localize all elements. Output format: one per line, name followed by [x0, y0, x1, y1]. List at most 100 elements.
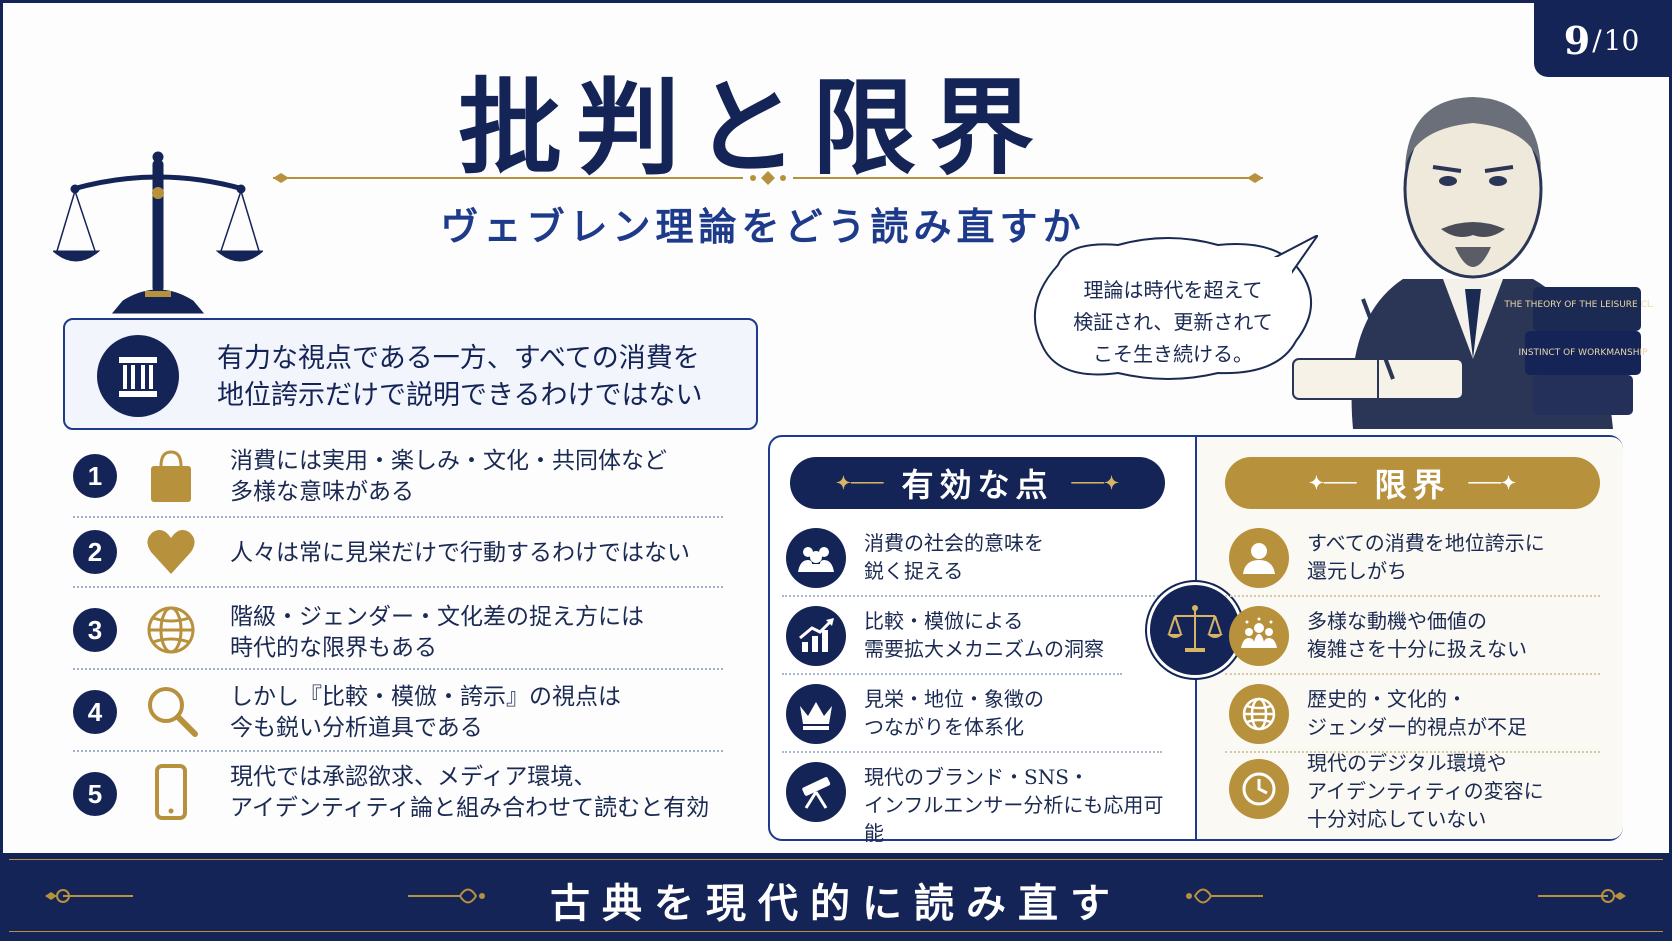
person-icon [1229, 528, 1289, 588]
ornament-icon: ✦─── [835, 472, 884, 494]
footer-border [9, 859, 1663, 932]
list-text: 消費には実用・楽しみ・文化・共同体など 多様な意味がある [230, 446, 720, 508]
strengths-heading-text: 有効な点 [901, 466, 1054, 504]
limits-heading: ✦─── 限界 ───✦ [1225, 457, 1600, 509]
thesis-line: 地位誇示だけで説明できるわけではない [217, 380, 703, 411]
list-number: 4 [73, 690, 117, 734]
limit-line: 歴史的・文化的・ [1307, 687, 1467, 711]
globe-icon [1229, 684, 1289, 744]
list-line: 人々は常に見栄だけで行動するわけではない [230, 540, 690, 566]
page-indicator: 9 / 10 [1534, 3, 1669, 77]
globe-icon [147, 606, 195, 654]
strength-text: 消費の社会的意味を鋭く捉える [864, 529, 1164, 585]
limit-item: すべての消費を地位誇示に還元しがち [1225, 519, 1600, 597]
strength-text: 見栄・地位・象徴のつながりを体系化 [864, 685, 1164, 741]
limit-line: 複雑さを十分に扱えない [1307, 637, 1527, 661]
list-line: 階級・ジェンダー・文化差の捉え方には [230, 604, 644, 630]
list-line: 多様な意味がある [230, 479, 414, 505]
critique-list: 1 消費には実用・楽しみ・文化・共同体など 多様な意味がある 2 人々は常に見栄… [73, 440, 723, 830]
ornament-icon [408, 888, 485, 904]
ornament-icon [1186, 888, 1263, 904]
limit-line: ジェンダー的視点が不足 [1307, 715, 1527, 739]
strength-line: 需要拡大メカニズムの洞察 [864, 637, 1104, 661]
book-title-leisure-class: THE THEORY OF THE LEISURE CLASS [1503, 300, 1653, 310]
thesis-line: 有力な視点である一方、すべての消費を [217, 343, 700, 374]
list-item: 2 人々は常に見栄だけで行動するわけではない [73, 518, 723, 588]
strength-line: 現代のブランド・SNS・ [864, 765, 1089, 789]
limit-line: 多様な動機や価値の [1307, 609, 1487, 633]
limit-text: 現代のデジタル環境やアイデンティティの変容に十分対応していない [1307, 749, 1607, 833]
list-text: 現代では承認欲求、メディア環境、 アイデンティティ論と組み合わせて読むと有効 [230, 762, 720, 824]
list-number: 5 [73, 772, 117, 816]
strength-text: 現代のブランド・SNS・インフルエンサー分析にも応用可能 [864, 763, 1174, 847]
strength-item: 消費の社会的意味を鋭く捉える [782, 519, 1162, 597]
scales-of-justice-icon [53, 151, 263, 314]
strength-line: 鋭く捉える [864, 559, 964, 583]
thesis-box: 有力な視点である一方、すべての消費を 地位誇示だけで説明できるわけではない [63, 318, 758, 430]
list-number: 3 [73, 608, 117, 652]
strength-line: 比較・模倣による [864, 609, 1024, 633]
strength-line: インフルエンサー分析にも応用可能 [864, 793, 1164, 845]
group-icon [1229, 606, 1289, 666]
page-total: 10 [1603, 23, 1640, 57]
bubble-line: 理論は時代を超えて [1083, 278, 1263, 302]
comparison-panel: ✦─── 有効な点 ───✦ ✦─── 限界 ───✦ 消費の社会的意味を鋭く捉… [768, 435, 1623, 845]
list-item: 5 現代では承認欲求、メディア環境、 アイデンティティ論と組み合わせて読むと有効 [73, 752, 723, 830]
shopping-bag-icon [151, 450, 191, 502]
footer-banner: 古典を現代的に読み直す [3, 853, 1669, 938]
list-line: 今も鋭い分析道具である [230, 715, 483, 741]
limit-line: 還元しがち [1307, 559, 1407, 583]
crown-icon [786, 684, 846, 744]
strength-line: つながりを体系化 [864, 715, 1024, 739]
strength-item: 現代のブランド・SNS・インフルエンサー分析にも応用可能 [782, 753, 1163, 845]
page-current: 9 [1563, 17, 1591, 63]
list-number: 2 [73, 530, 117, 574]
page-title: 批判と限界 [457, 66, 1048, 189]
list-number: 1 [73, 454, 117, 498]
ornament-icon: ✦─── [1308, 472, 1357, 494]
ornament-icon [1538, 889, 1626, 903]
magnifier-icon [148, 687, 198, 737]
limit-text: 歴史的・文化的・ジェンダー的視点が不足 [1307, 685, 1607, 741]
limit-line: 現代のデジタル環境や [1307, 751, 1507, 775]
title-ornament-rule [273, 171, 1263, 185]
veblen-portrait-illustration: THE THEORY OF THE LEISURE CLASS INSTINCT… [1292, 97, 1653, 429]
growth-chart-icon [786, 606, 846, 666]
smartphone-icon [155, 764, 187, 820]
list-text: 人々は常に見栄だけで行動するわけではない [230, 538, 720, 569]
strength-line: 消費の社会的意味を [864, 531, 1044, 555]
list-item: 1 消費には実用・楽しみ・文化・共同体など 多様な意味がある [73, 440, 723, 518]
ornament-icon: ───✦ [1468, 472, 1517, 494]
list-line: しかし『比較・模倣・誇示』の視点は [230, 684, 621, 710]
list-item: 3 階級・ジェンダー・文化差の捉え方には 時代的な限界もある [73, 588, 723, 670]
page-separator: / [1592, 23, 1602, 57]
bubble-line: 検証され、更新されて [1073, 310, 1273, 334]
limit-text: 多様な動機や価値の複雑さを十分に扱えない [1307, 607, 1607, 663]
strengths-heading: ✦─── 有効な点 ───✦ [790, 457, 1165, 509]
bubble-line: こそ生き続ける。 [1093, 342, 1253, 366]
list-line: アイデンティティ論と組み合わせて読むと有効 [230, 795, 710, 821]
people-icon [786, 528, 846, 588]
limit-item: 現代のデジタル環境やアイデンティティの変容に十分対応していない [1225, 751, 1600, 839]
telescope-icon [786, 762, 846, 822]
limit-line: すべての消費を地位誇示に [1307, 531, 1545, 555]
ornament-icon [45, 889, 133, 903]
page-subtitle: ヴェブレン理論をどう読み直すか [440, 204, 1086, 249]
limit-item: 多様な動機や価値の複雑さを十分に扱えない [1225, 597, 1600, 675]
limit-text: すべての消費を地位誇示に還元しがち [1307, 529, 1607, 585]
list-line: 現代では承認欲求、メディア環境、 [230, 764, 597, 790]
strength-item: 比較・模倣による需要拡大メカニズムの洞察 [782, 597, 1122, 675]
limits-heading-text: 限界 [1374, 466, 1451, 504]
thesis-text: 有力な視点である一方、すべての消費を 地位誇示だけで説明できるわけではない [217, 340, 747, 414]
clock-icon [1229, 759, 1289, 819]
limit-line: 十分対応していない [1307, 807, 1487, 831]
list-line: 消費には実用・楽しみ・文化・共同体など [230, 448, 667, 474]
footer-text: 古典を現代的に読み直す [550, 880, 1122, 927]
pillar-icon [97, 335, 179, 417]
book-stack: THE THEORY OF THE LEISURE CLASS INSTINCT… [1503, 287, 1653, 415]
book-title-workmanship: INSTINCT OF WORKMANSHIP [1518, 348, 1648, 358]
limit-line: アイデンティティの変容に [1307, 779, 1544, 803]
strength-line: 見栄・地位・象徴の [864, 687, 1044, 711]
list-line: 時代的な限界もある [230, 635, 437, 661]
